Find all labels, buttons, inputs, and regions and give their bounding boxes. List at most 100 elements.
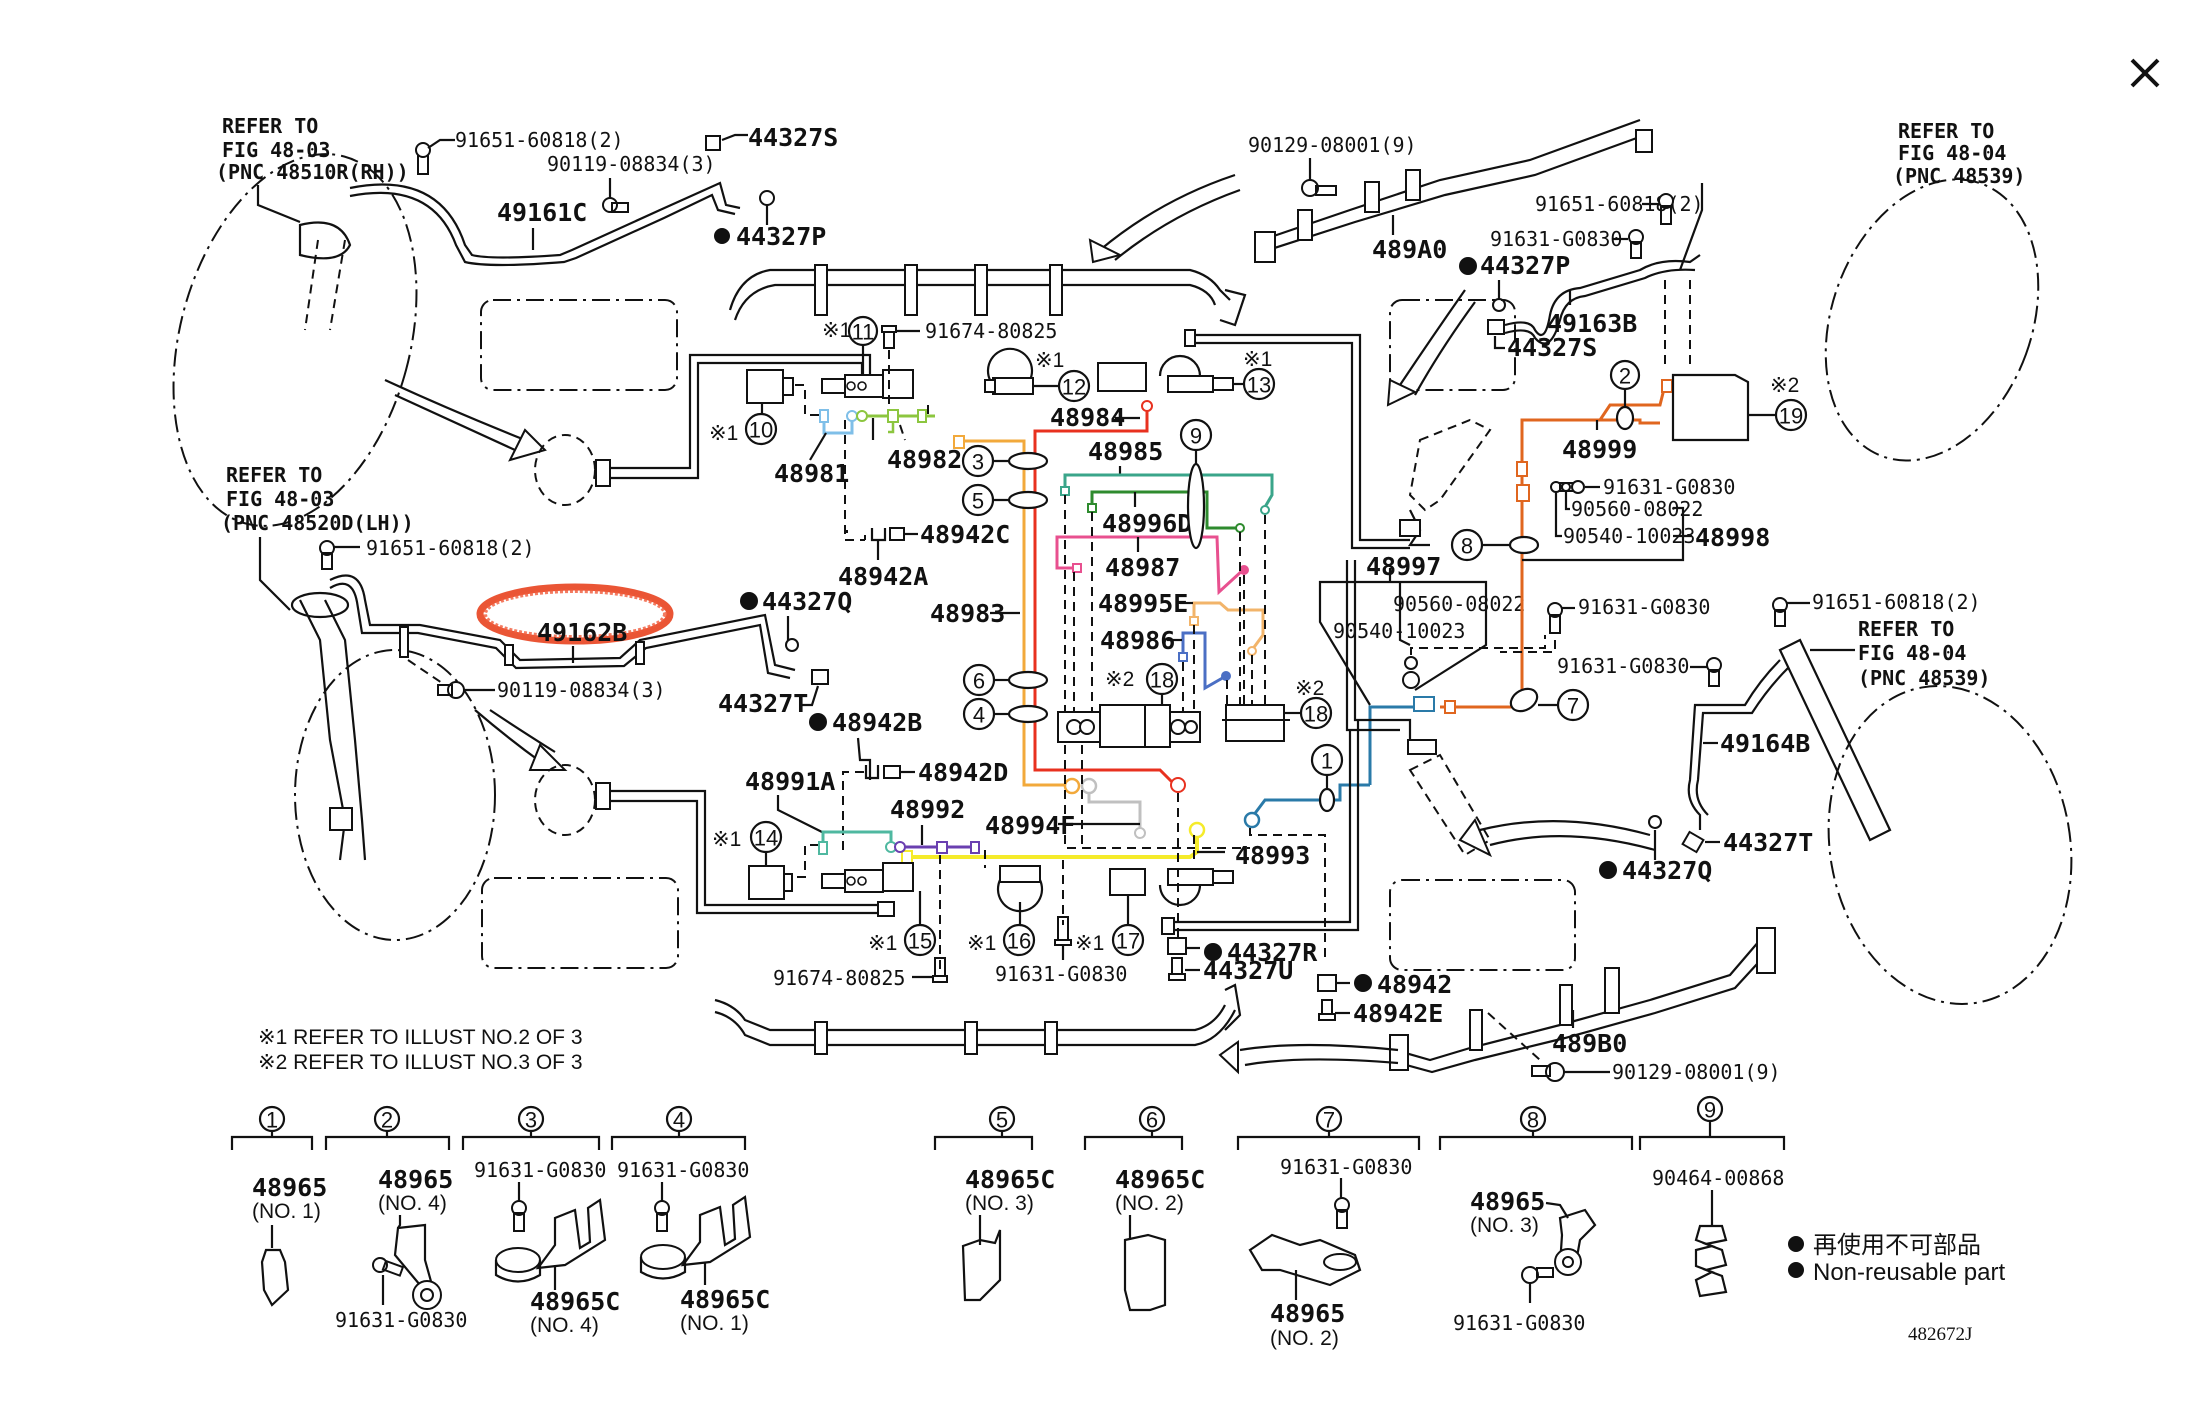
part-label[interactable]: 49164B (1720, 729, 1810, 758)
callout-18[interactable]: 18 (1299, 696, 1333, 730)
part-label[interactable]: 48942 (1377, 970, 1452, 999)
callout-7[interactable]: 7 (1315, 1105, 1343, 1133)
part-label[interactable]: 48998 (1695, 523, 1770, 552)
callout-19[interactable]: 19 (1774, 398, 1808, 432)
part-label[interactable]: 90540-10023 (1333, 619, 1465, 643)
part-label[interactable]: 90119-08834(3) (547, 152, 716, 176)
part-label[interactable]: 90560-08022 (1393, 592, 1525, 616)
part-label[interactable]: 91631-G0830 (1280, 1155, 1412, 1179)
callout-7[interactable]: 7 (1556, 688, 1590, 722)
part-label[interactable]: 48984 (1050, 403, 1125, 432)
part-label[interactable]: 91631-G0830 (1603, 475, 1735, 499)
part-label[interactable]: 44327T (1723, 828, 1813, 857)
part-label[interactable]: 48942C (920, 520, 1010, 549)
callout-8[interactable]: 8 (1450, 528, 1484, 562)
part-label[interactable]: 91631-G0830 (995, 962, 1127, 986)
callout-10[interactable]: 10 (744, 412, 778, 446)
callout-2[interactable]: 2 (1609, 359, 1641, 391)
callout-12[interactable]: 12 (1057, 369, 1091, 403)
callout-6[interactable]: 6 (1138, 1105, 1166, 1133)
part-label[interactable]: 48993 (1235, 841, 1310, 870)
part-label[interactable]: 91651-60818(2) (455, 128, 624, 152)
callout-5[interactable]: 5 (988, 1105, 1016, 1133)
part-label[interactable]: 48942A (838, 562, 928, 591)
clamp-48965c (1123, 1233, 1167, 1312)
callout-13[interactable]: 13 (1242, 367, 1276, 401)
part-label[interactable]: 91651-60818(2) (1535, 192, 1704, 216)
part-label[interactable]: 48942B (832, 708, 922, 737)
part-label[interactable]: 48965 (1270, 1299, 1345, 1328)
part-label[interactable]: 48994F (985, 811, 1075, 840)
part-label[interactable]: 44327P (736, 222, 826, 251)
part-label[interactable]: 48965C (530, 1287, 620, 1316)
part-label[interactable]: 48965C (1115, 1165, 1205, 1194)
callout-11[interactable]: 11 (847, 315, 879, 347)
callout-5[interactable]: 5 (961, 483, 995, 517)
part-label[interactable]: 91631-G0830 (617, 1158, 749, 1182)
part-label[interactable]: 48965 (1470, 1187, 1545, 1216)
callout-8[interactable]: 8 (1519, 1105, 1547, 1133)
part-label[interactable]: 44327Q (1622, 856, 1712, 885)
callout-1[interactable]: 1 (258, 1105, 286, 1133)
callout-3[interactable]: 3 (961, 444, 995, 478)
callout-15[interactable]: 15 (903, 923, 937, 957)
part-label[interactable]: 48999 (1562, 435, 1637, 464)
part-label[interactable]: 48995E (1098, 589, 1188, 618)
part-label[interactable]: 90464-00868 (1652, 1166, 1784, 1190)
part-label[interactable]: 48996D (1102, 509, 1192, 538)
part-label[interactable]: 49161C (497, 198, 587, 227)
part-label[interactable]: 48965 (252, 1173, 327, 1202)
part-label[interactable]: 489B0 (1552, 1029, 1627, 1058)
callout-1[interactable]: 1 (1310, 743, 1344, 777)
part-label[interactable]: 91631-G0830 (335, 1308, 467, 1332)
part-label[interactable]: 48942E (1353, 999, 1443, 1028)
callout-2[interactable]: 2 (373, 1105, 401, 1133)
callout-18[interactable]: 18 (1145, 662, 1179, 696)
part-label[interactable]: 49163B (1547, 309, 1637, 338)
part-label[interactable]: 44327R (1227, 938, 1318, 967)
part-label[interactable]: 91631-G0830 (1453, 1311, 1585, 1335)
close-button[interactable] (2120, 48, 2170, 98)
part-label[interactable]: 48965C (965, 1165, 1055, 1194)
part-label[interactable]: 91631-G0830 (1557, 654, 1689, 678)
part-label[interactable]: 90129-08001(9) (1248, 133, 1417, 157)
part-label[interactable]: 91631-G0830 (474, 1158, 606, 1182)
part-label[interactable]: 44327S (1507, 333, 1597, 362)
part-label[interactable]: 48997 (1366, 552, 1441, 581)
part-label[interactable]: 48987 (1105, 553, 1180, 582)
part-label[interactable]: 48965C (680, 1285, 770, 1314)
callout-3[interactable]: 3 (517, 1105, 545, 1133)
callout-4[interactable]: 4 (962, 697, 996, 731)
callout-9[interactable]: 9 (1696, 1095, 1724, 1123)
part-label[interactable]: 48983 (930, 599, 1005, 628)
part-label[interactable]: 44327P (1480, 251, 1570, 280)
callout-9[interactable]: 9 (1179, 418, 1213, 452)
part-label[interactable]: 91651-60818(2) (1812, 590, 1981, 614)
callout-16[interactable]: 16 (1002, 923, 1036, 957)
part-label[interactable]: 44327U (1203, 956, 1293, 985)
part-label[interactable]: 48981 (774, 459, 849, 488)
part-label[interactable]: 91651-60818(2) (366, 536, 535, 560)
part-label[interactable]: 48985 (1088, 437, 1163, 466)
part-label[interactable]: 48986 (1100, 626, 1175, 655)
part-label[interactable]: 91674-80825 (925, 319, 1057, 343)
part-label-highlighted[interactable]: 49162B (537, 618, 627, 647)
part-label[interactable]: 48965 (378, 1165, 453, 1194)
callout-4[interactable]: 4 (665, 1105, 693, 1133)
part-label[interactable]: 489A0 (1372, 235, 1447, 264)
part-label[interactable]: 90129-08001(9) (1612, 1060, 1781, 1084)
callout-17[interactable]: 17 (1111, 923, 1145, 957)
part-label[interactable]: 48942D (918, 758, 1008, 787)
callout-6[interactable]: 6 (962, 663, 996, 697)
part-label[interactable]: 48992 (890, 795, 965, 824)
part-label[interactable]: 90119-08834(3) (497, 678, 666, 702)
part-label[interactable]: 91674-80825 (773, 966, 905, 990)
part-label[interactable]: 48982 (887, 445, 962, 474)
part-label[interactable]: 44327T (718, 689, 808, 718)
part-label[interactable]: 91631-G0830 (1490, 227, 1622, 251)
callout-14[interactable]: 14 (749, 820, 783, 854)
part-label[interactable]: 91631-G0830 (1578, 595, 1710, 619)
part-label[interactable]: 44327Q (762, 587, 852, 616)
part-label[interactable]: 48991A (745, 767, 835, 796)
part-label[interactable]: 44327S (748, 123, 838, 152)
